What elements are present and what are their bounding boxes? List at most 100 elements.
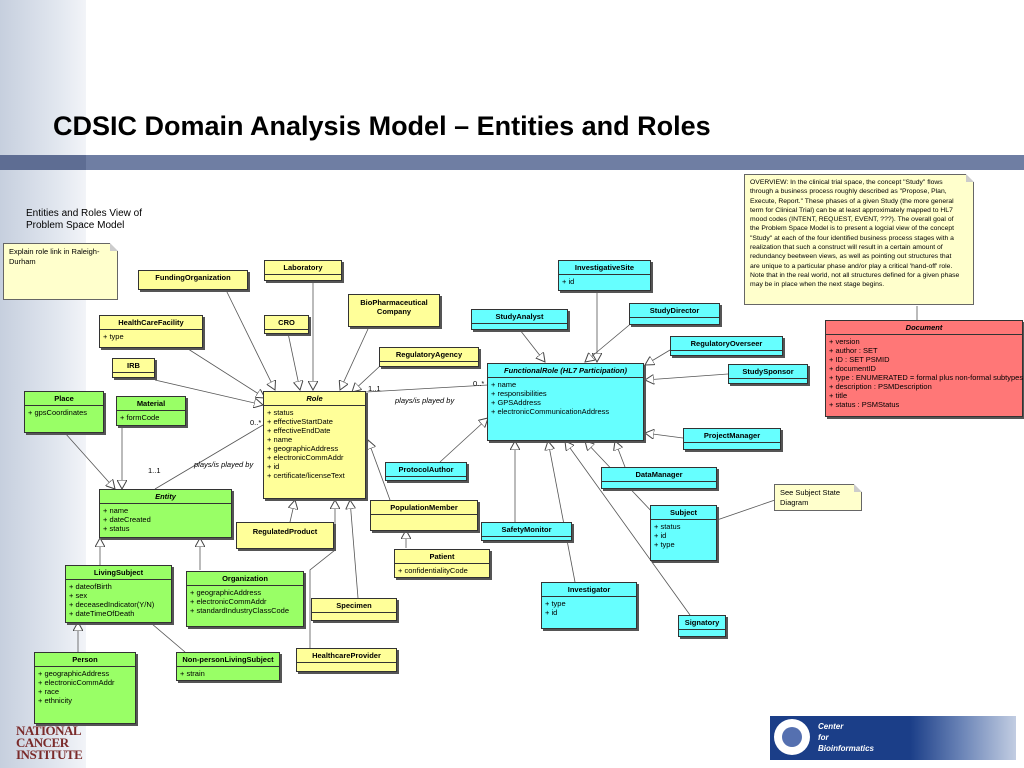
class-health-care-facility: HealthCareFacility+ type: [99, 315, 203, 348]
link-regproduct-role: [290, 500, 295, 523]
attr: + race: [38, 687, 60, 696]
attr: + id: [267, 462, 280, 471]
link-investigator-func: [548, 441, 576, 583]
link-irb-role: [154, 379, 263, 405]
class-role: Role + status + effectiveStartDate + eff…: [263, 391, 366, 499]
link-specimen-role: [350, 500, 359, 599]
class-name: Specimen: [312, 599, 396, 613]
class-name: Non-personLivingSubject: [177, 653, 279, 667]
attr: + electronicCommunicationAddress: [491, 407, 610, 416]
class-investigative-site: InvestigativeSite+ id: [558, 260, 651, 291]
attr: + id: [562, 277, 575, 286]
link-hcf-role: [184, 346, 265, 398]
link-popmember-role: [368, 440, 391, 501]
attr: + id: [545, 608, 558, 617]
class-name: ProjectManager: [684, 429, 780, 443]
attr: + formCode: [120, 413, 160, 422]
nci-logo: NATIONAL CANCER INSTITUTE: [16, 724, 83, 763]
attr: + standardIndustryClassCode: [190, 606, 290, 615]
class-place: Place + gpsCoordinates: [24, 391, 104, 433]
class-name: RegulatoryOverseer: [671, 337, 782, 351]
title-band-accent: [0, 155, 86, 170]
class-laboratory: Laboratory: [264, 260, 342, 281]
association-label-plays-2: plays/is played by: [194, 460, 254, 469]
class-name: SafetyMonitor: [482, 523, 571, 537]
class-irb: IRB: [112, 358, 155, 378]
class-name: ProtocolAuthor: [386, 463, 466, 477]
attr: + name: [491, 380, 517, 389]
link-sponsor-func: [645, 373, 729, 380]
class-attrs: + geographicAddress + electronicCommAddr…: [187, 586, 303, 617]
class-funding-organization: FundingOrganization: [138, 270, 248, 290]
link-regagency-role: [352, 365, 381, 392]
class-name: Signatory: [679, 616, 725, 630]
class-organization: Organization + geographicAddress + elect…: [186, 571, 304, 627]
class-attrs: + type: [100, 330, 202, 343]
attr: + GPSAddress: [491, 398, 541, 407]
attr: + geographicAddress: [190, 588, 262, 597]
class-subject: Subject + status + id + type: [650, 505, 717, 561]
attr: + gpsCoordinates: [28, 408, 87, 417]
association-label-plays-1: plays/is played by: [395, 396, 455, 405]
attr: + status: [654, 522, 681, 531]
class-document: Document + version + author : SET + ID :…: [825, 320, 1023, 417]
class-cro: CRO: [264, 315, 309, 334]
class-biopharmaceutical-company: BioPharmaceutical Company: [348, 294, 440, 327]
attr: + effectiveStartDate: [267, 417, 333, 426]
attr: + documentID: [829, 364, 876, 373]
link-bio-role: [340, 328, 369, 390]
attr: + electronicCommAddr: [267, 453, 344, 462]
class-study-director: StudyDirector: [629, 303, 720, 325]
class-safety-monitor: SafetyMonitor: [481, 522, 572, 541]
link-subject-note: [716, 499, 776, 521]
nci-logo-line3: INSTITUTE: [16, 747, 83, 762]
class-name: HealthcareProvider: [297, 649, 396, 663]
class-attrs: + formCode: [117, 411, 185, 424]
ncicb-line1: Center: [818, 722, 844, 731]
class-name: Subject: [651, 506, 716, 520]
multiplicity-entity: 1..1: [148, 466, 161, 475]
class-name: DataManager: [602, 468, 716, 482]
link-overseer-func: [645, 349, 671, 365]
dna-logo-icon: [774, 719, 810, 755]
class-name: RegulatedProduct: [252, 527, 318, 536]
class-material: Material+ formCode: [116, 396, 186, 426]
attr: + type : ENUMERATED = formal plus non-fo…: [829, 373, 1024, 382]
class-regulated-product: RegulatedProduct: [236, 522, 334, 549]
class-attrs: + confidentialityCode: [395, 564, 489, 577]
class-name: Document: [826, 321, 1022, 335]
attr: + responsibilities: [491, 389, 547, 398]
class-attrs: + dateofBirth + sex + deceasedIndicator(…: [66, 580, 171, 620]
class-regulatory-overseer: RegulatoryOverseer: [670, 336, 783, 356]
slide-title: CDSIC Domain Analysis Model – Entities a…: [53, 111, 711, 141]
attr: + type: [654, 540, 675, 549]
class-name: Place: [25, 392, 103, 406]
attr: + geographicAddress: [38, 669, 110, 678]
attr: + dateCreated: [103, 515, 151, 524]
attr: + electronicCommAddr: [190, 597, 267, 606]
class-investigator: Investigator + type + id: [541, 582, 637, 629]
attr: + ethnicity: [38, 696, 72, 705]
link-cro-role: [287, 332, 300, 390]
note-overview-text: OVERVIEW: In the clinical trial space, t…: [750, 179, 960, 289]
link-hcp-role: [309, 500, 335, 650]
class-patient: Patient+ confidentialityCode: [394, 549, 490, 578]
attr: + electronicCommAddr: [38, 678, 115, 687]
class-attrs: + version + author : SET + ID : SET PSMI…: [826, 335, 1024, 411]
class-name: BioPharmaceutical Company: [360, 298, 428, 316]
class-regulatory-agency: RegulatoryAgency: [379, 347, 479, 367]
attr: + status : PSMStatus: [829, 400, 900, 409]
nci-logo-line2: CANCER: [16, 735, 69, 750]
link-signatory-func: [565, 441, 691, 616]
attr: + ID : SET PSMID: [829, 355, 890, 364]
class-study-analyst: StudyAnalyst: [471, 309, 568, 330]
diagram-subtitle: Entities and Roles View of Problem Space…: [26, 208, 142, 231]
class-name: Person: [35, 653, 135, 667]
class-protocol-author: ProtocolAuthor: [385, 462, 467, 481]
attr: + type: [103, 332, 124, 341]
link-funding-role: [224, 287, 275, 390]
ncicb-line2: for: [818, 733, 829, 742]
class-person: Person + geographicAddress + electronicC…: [34, 652, 136, 724]
attr: + deceasedIndicator(Y/N): [69, 600, 155, 609]
class-attrs: + name + dateCreated + status: [100, 504, 231, 535]
